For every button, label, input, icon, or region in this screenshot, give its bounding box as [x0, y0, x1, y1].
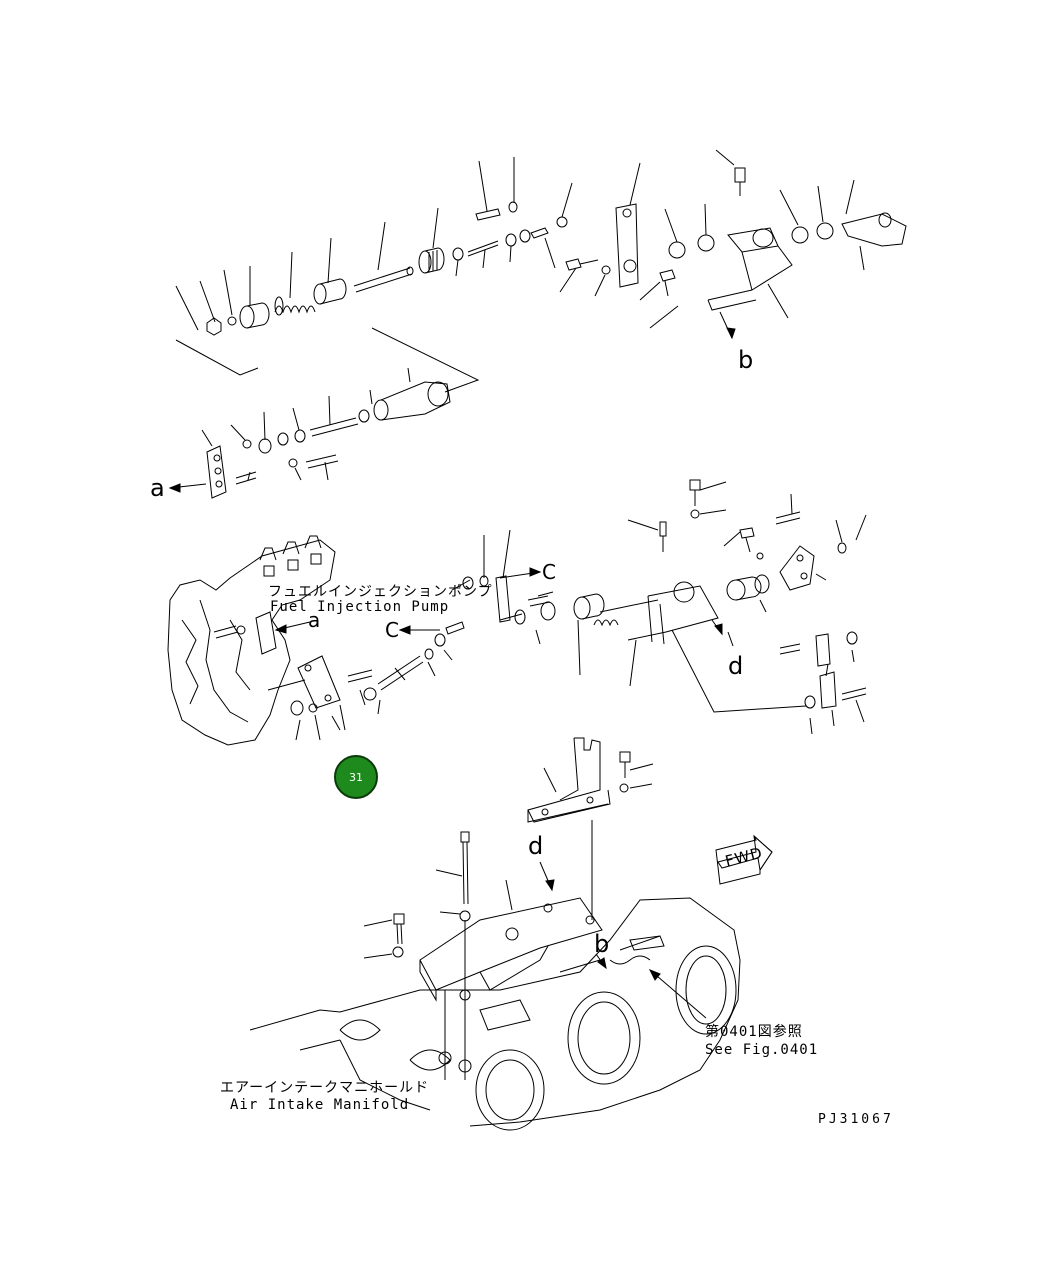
ref-letter-b-top: b: [738, 346, 754, 374]
air-intake-label-jp: エアーインテークマニホールド: [220, 1080, 430, 1096]
drawing-code: PJ31067: [818, 1112, 894, 1127]
fuel-pump-label-jp: フュエルインジェクションポンプ: [268, 584, 493, 600]
top-linkage-assembly: [170, 150, 906, 498]
bracket-manifold-assembly: [250, 738, 772, 1130]
ref-letter-b-bottom: b: [594, 930, 610, 958]
ref-letter-a-pump: a: [308, 608, 321, 632]
air-intake-label-en: Air Intake Manifold: [230, 1097, 410, 1113]
see-fig-label-en: See Fig.0401: [705, 1042, 819, 1058]
ref-letter-a-left: a: [150, 474, 165, 502]
ref-letter-d-right: d: [728, 652, 744, 680]
ref-letter-c-upper: C: [542, 560, 556, 584]
see-fig-label-jp: 第0401図参照: [705, 1024, 803, 1040]
part-callout-badge[interactable]: 31: [334, 755, 378, 799]
fuel-pump-label-en: Fuel Injection Pump: [270, 599, 450, 615]
ref-letter-c-lower: C: [385, 618, 399, 642]
ref-letter-d-bottom: d: [528, 832, 544, 860]
fuel-pump-assembly: [168, 480, 866, 745]
